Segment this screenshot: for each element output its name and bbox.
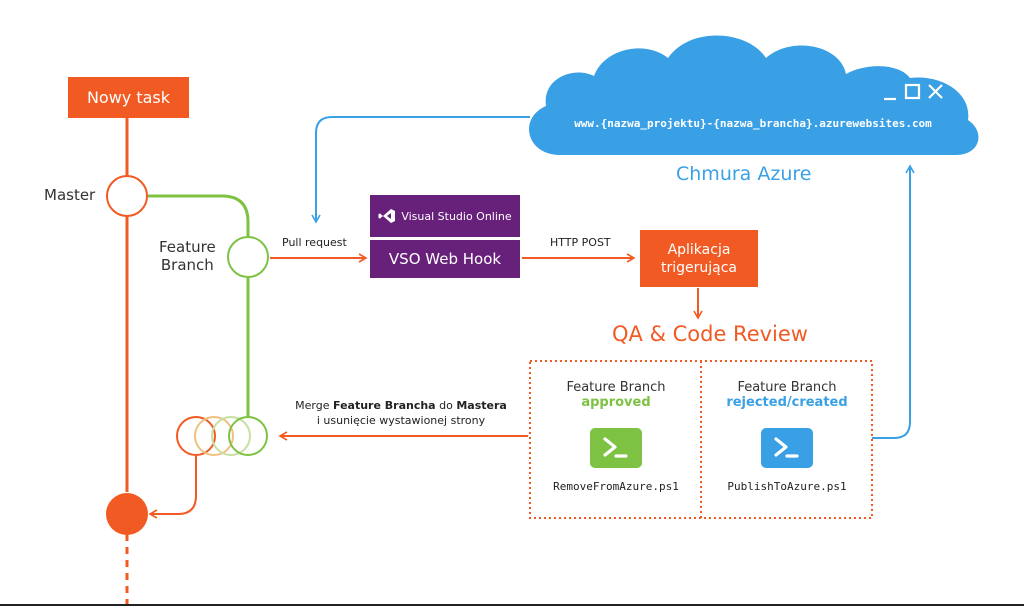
merged-master-node [106,493,148,535]
master-label: Master [44,186,96,204]
trigger-app-box: Aplikacja trigerująca [640,230,758,287]
feature-branch-label-line1: Feature [159,238,216,256]
review-rejected-status: rejected/created [726,395,848,410]
publish-to-azure-script: PublishToAzure.ps1 [727,480,847,493]
visual-studio-icon [378,209,396,223]
review-approved-title: Feature Branch [566,380,666,395]
powershell-glyph-icon [774,437,799,458]
remove-from-azure-script: RemoveFromAzure.ps1 [553,480,679,493]
powershell-icon [761,428,813,468]
review-to-cloud-arrow [872,164,915,439]
review-approved-panel: Feature Branch approved RemoveFromAzure.… [534,380,698,493]
merge-node-fade-2 [211,416,251,456]
powershell-icon [590,428,642,468]
merge-note-line2: i usunięcie wystawionej strony [316,414,486,427]
vso-web-hook-label: VSO Web Hook [388,250,502,268]
azure-cloud-shape [529,35,979,155]
cloud-window-controls [882,82,946,102]
vso-logo-text: Visual Studio Online [401,209,512,223]
vso-logo-box: Visual Studio Online [370,195,520,237]
merge-node-green [228,416,268,456]
maximize-icon [904,83,921,100]
new-task-label: Nowy task [86,88,171,107]
close-icon [928,84,943,99]
merge-note-text-2: do [435,399,457,412]
merge-to-master-arrow [148,456,197,519]
merge-note-text-1: Merge [295,399,334,412]
powershell-glyph-icon [603,437,628,458]
feature-branch-line [148,194,250,236]
bottom-divider [0,604,1024,606]
http-post-label: HTTP POST [550,236,611,249]
cloud-to-pullrequest-arrow [311,116,530,224]
new-task-box: Nowy task [68,77,189,118]
pull-request-label: Pull request [282,236,347,249]
trigger-app-label-line1: Aplikacja [667,241,731,258]
merge-note-mastera: Mastera [456,399,507,412]
vso-web-hook-box: VSO Web Hook [370,240,520,278]
merge-note: Merge Feature Brancha do Mastera i usuni… [288,398,514,428]
master-commit-node [106,175,148,217]
qa-code-review-title: QA & Code Review [612,322,808,346]
trigger-app-label-line2: trigerująca [660,259,737,276]
merge-note-feature-brancha: Feature Brancha [333,399,436,412]
review-approved-status: approved [581,395,651,410]
azure-site-url: www.{nazwa_projektu}-{nazwa_brancha}.azu… [574,117,932,130]
review-rejected-panel: Feature Branch rejected/created PublishT… [704,380,870,493]
merge-node-fade-1 [194,416,234,456]
merge-note-line1: Merge Feature Brancha do Mastera [288,398,514,413]
feature-branch-label: Feature Branch [159,238,216,274]
feature-commit-node [227,236,269,278]
review-rejected-title: Feature Branch [737,380,837,395]
azure-cloud-caption: Chmura Azure [676,163,812,185]
feature-branch-label-line2: Branch [160,256,214,274]
